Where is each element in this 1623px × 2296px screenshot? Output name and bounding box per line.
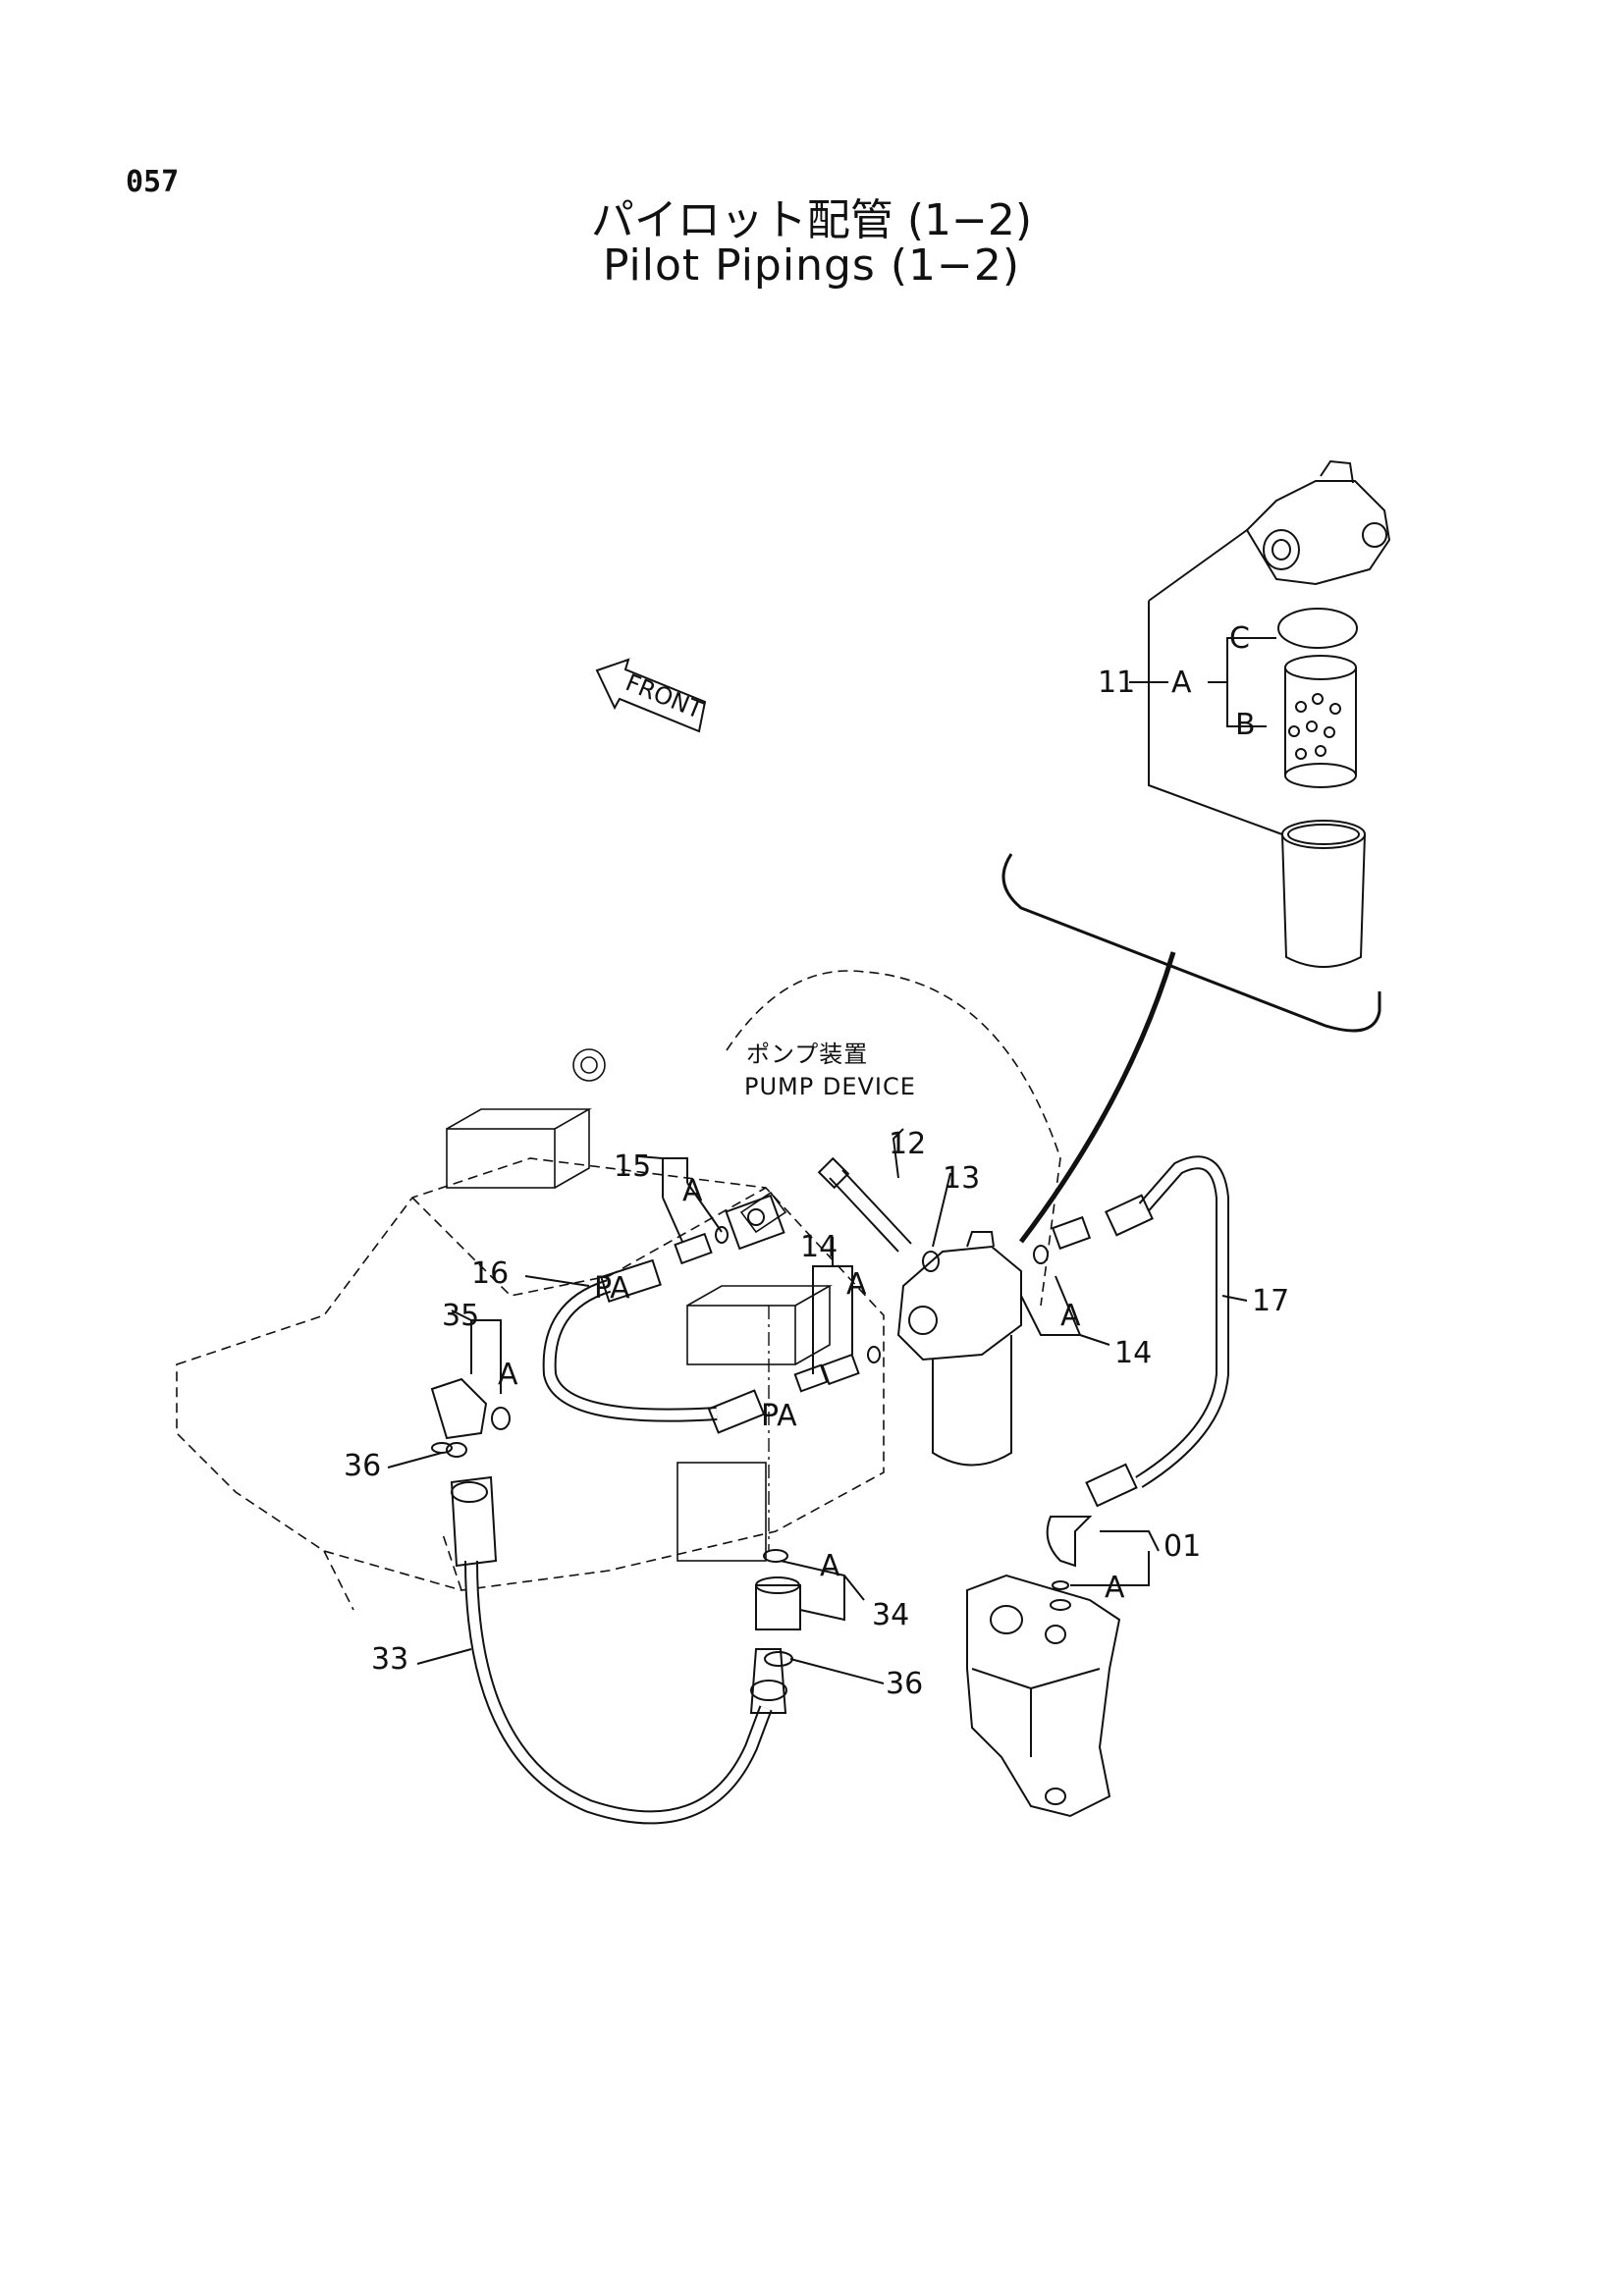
callout-13: 13 (943, 1161, 980, 1196)
callout-35: 35 (442, 1299, 479, 1333)
adapter-fitting-left (793, 1346, 881, 1393)
o-ring-36-right (764, 1651, 793, 1667)
filter-element-part (1284, 655, 1357, 788)
callout-15: 15 (614, 1149, 651, 1184)
front-arrow-icon: FRONT (595, 658, 707, 733)
hose-16 (542, 1258, 766, 1434)
pilot-filter-assembly (896, 1231, 1022, 1467)
snap-ring-part (922, 1251, 940, 1272)
sublabel-b: B (1235, 708, 1256, 742)
callout-34: 34 (872, 1598, 909, 1632)
callout-12: 12 (889, 1127, 926, 1161)
sublabel-c: C (1229, 621, 1250, 656)
sublabel-a-35: A (498, 1358, 518, 1392)
sublabel-pa-14: PA (761, 1399, 797, 1433)
filter-bowl-part (1281, 820, 1366, 968)
title-english: Pilot Pipings (1−2) (602, 240, 1021, 291)
sublabel-a-14-right: A (1060, 1299, 1081, 1333)
callout-01: 01 (1163, 1529, 1201, 1564)
callout-16: 16 (471, 1256, 509, 1291)
sublabel-a-11: A (1171, 666, 1192, 700)
pilot-valve-block (966, 1574, 1121, 1818)
callout-11: 11 (1098, 666, 1135, 700)
adapter-fitting-right (1033, 1215, 1092, 1264)
adapter-fitting-34 (755, 1549, 801, 1630)
hose-17 (1085, 1155, 1229, 1508)
callout-14-left: 14 (800, 1230, 838, 1264)
sublabel-a-15: A (682, 1174, 703, 1208)
front-label: FRONT (622, 668, 707, 724)
title-japanese: パイロット配管 (1−2) (590, 195, 1033, 245)
adapter-fitting-15 (674, 1194, 785, 1265)
sublabel-a-01: A (1105, 1571, 1125, 1605)
callout-17: 17 (1252, 1284, 1289, 1318)
o-ring-part (1277, 608, 1358, 649)
callout-36-left: 36 (344, 1449, 381, 1483)
sublabel-pa-16: PA (594, 1271, 630, 1306)
pump-device-jp-label: ポンプ装置 (746, 1041, 868, 1068)
hose-33 (450, 1475, 787, 1825)
filter-head-part (1245, 459, 1391, 586)
bolt-part (817, 1156, 912, 1253)
pump-device-outline (176, 970, 1061, 1611)
sublabel-a-14-left: A (846, 1267, 867, 1302)
page-number: 057 (126, 165, 180, 199)
callout-36-right: 36 (886, 1667, 923, 1701)
callout-33: 33 (371, 1642, 408, 1677)
adapter-fitting-35 (430, 1377, 511, 1454)
callout-14-right: 14 (1114, 1336, 1152, 1370)
sublabel-a-34: A (820, 1549, 840, 1583)
elbow-fitting-01 (1046, 1516, 1093, 1611)
o-ring-36-left (446, 1442, 467, 1458)
pump-device-en-label: PUMP DEVICE (744, 1073, 916, 1100)
